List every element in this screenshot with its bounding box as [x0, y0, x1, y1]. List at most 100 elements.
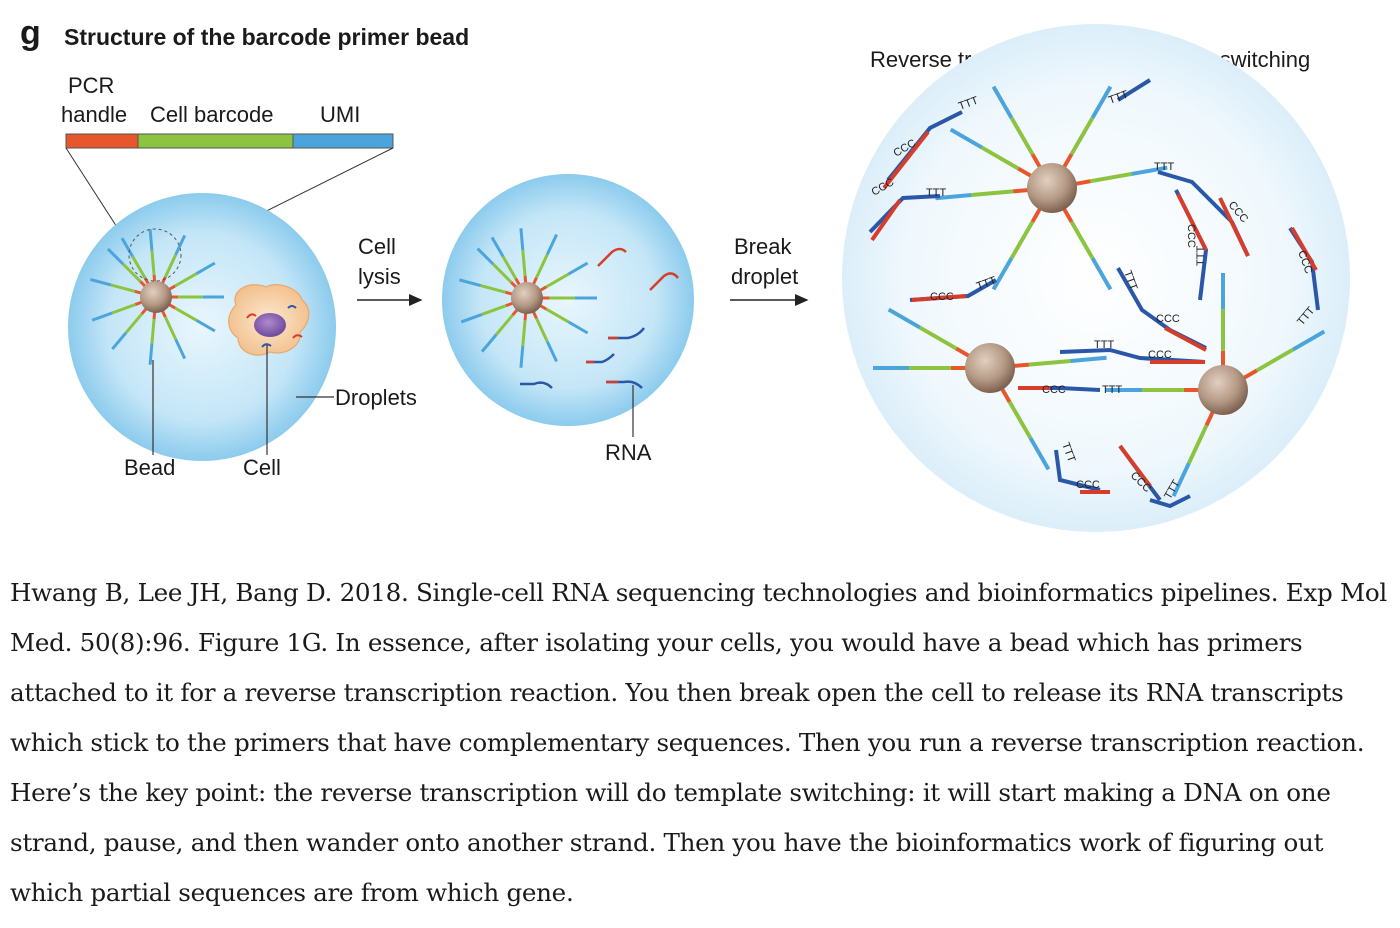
primer-cell-barcode [980, 145, 1020, 171]
cell-lysis-label-line1: Cell [358, 234, 396, 259]
primer-cell-barcode [918, 325, 958, 351]
primer-cell-barcode [535, 253, 549, 279]
rna-fragment-3 [608, 327, 645, 340]
primer-umi [935, 193, 972, 201]
rna-template [1164, 326, 1207, 352]
primer-umi [174, 234, 187, 256]
bead-label: Bead [124, 455, 175, 480]
primer-cell-barcode [1090, 171, 1133, 184]
rna-template [1118, 444, 1152, 488]
primer-cell-barcode [174, 306, 198, 322]
pcr-handle-label-line2: handle [61, 102, 127, 127]
primer-umi [887, 307, 921, 330]
primer-umi [476, 247, 495, 266]
umi-segment [292, 133, 394, 149]
pcr-handle-segment [65, 133, 139, 149]
ttt-label: TTT [1102, 384, 1122, 396]
cdna-strand [1149, 494, 1191, 509]
cell-rna-1 [246, 313, 257, 319]
primer-cell-barcode [163, 254, 178, 278]
primer-umi [460, 312, 483, 324]
primer-umi [195, 261, 216, 275]
ttt-label: TTT [1094, 339, 1114, 351]
primer-umi [91, 311, 113, 322]
rna-template [870, 198, 902, 242]
cell [228, 284, 310, 356]
rna-label: RNA [605, 440, 652, 465]
primer-umi [949, 127, 983, 150]
primer-umi [120, 237, 134, 258]
primer-cell-barcode [1186, 424, 1209, 465]
rt-bead-right [1198, 365, 1248, 415]
primer-cell-barcode [150, 318, 156, 344]
cell-nucleus [254, 313, 286, 337]
primer-umi [174, 338, 187, 360]
primer-cell-barcode [501, 255, 518, 280]
ttt-label: TTT [1195, 246, 1207, 266]
primer-umi [1028, 437, 1051, 471]
primer-umi [1070, 355, 1107, 363]
bead-1-primers [89, 229, 224, 365]
panel-title: Structure of the barcode primer bead [64, 24, 469, 50]
primer-umi [545, 340, 558, 363]
primer-umi [519, 228, 525, 251]
broken-droplet [842, 24, 1350, 532]
cell-rna-3 [261, 343, 272, 348]
rna-template [882, 130, 930, 190]
primer-cell-barcode [150, 250, 156, 276]
primer-umi [567, 320, 589, 335]
primer-umi [1131, 165, 1168, 176]
break-droplet-label-line2: droplet [731, 264, 798, 289]
primer-umi [480, 333, 498, 353]
zoom-circle [128, 228, 182, 282]
primer-umi [148, 229, 154, 251]
ttt-label: TTT [926, 187, 946, 199]
panel-letter: g [20, 14, 41, 52]
primer-cell-barcode [521, 250, 527, 276]
primer-cell-barcode [971, 189, 1014, 198]
primer-umi [1090, 257, 1113, 291]
umi-label: UMI [320, 102, 360, 127]
primer-cell-barcode [495, 314, 514, 336]
rna-fragment-2 [649, 272, 679, 291]
ccc-label: CCC [1185, 224, 1197, 248]
primer-cell-barcode [535, 317, 549, 343]
primer-cell-barcode [1009, 116, 1035, 156]
cdna-strand [868, 194, 941, 234]
cell-rna-2 [287, 305, 297, 309]
rt-bead-left [965, 343, 1015, 393]
barcode-primer-bar [65, 133, 394, 149]
cdna-strand [1116, 78, 1152, 102]
ccc-label: CCC [1076, 479, 1100, 491]
primer-umi [545, 233, 558, 256]
primer-umi [148, 343, 154, 365]
primer-cell-barcode [124, 312, 143, 334]
cell-rna-4 [292, 334, 303, 339]
primer-umi [195, 319, 216, 333]
rna-template [1176, 193, 1208, 251]
cell-barcode-label: Cell barcode [150, 102, 274, 127]
ccc-label: CCC [1042, 384, 1066, 396]
ccc-label: CCC [1148, 349, 1172, 361]
primer-umi [1171, 462, 1191, 497]
rna-fragment-1 [597, 247, 627, 267]
primer-cell-barcode [1069, 116, 1095, 156]
primer-umi [490, 236, 505, 258]
free-rna-group [520, 247, 679, 389]
bead-2 [511, 282, 543, 314]
primer-umi [106, 247, 125, 266]
rt-bead-top [1027, 163, 1077, 213]
pcr-handle-label-line1: PCR [68, 73, 114, 98]
primer-umi [991, 257, 1014, 291]
primer-cell-barcode [481, 304, 507, 316]
primer-cell-barcode [1009, 220, 1035, 260]
break-droplet-label-line1: Break [734, 234, 792, 259]
bead-1 [140, 281, 172, 313]
primer-cell-barcode [521, 320, 527, 346]
primer-umi [1292, 329, 1326, 352]
primer-cell-barcode [480, 284, 506, 294]
rna-template [1290, 227, 1318, 271]
primer-umi [519, 345, 525, 368]
droplet-2 [442, 174, 694, 426]
primer-cell-barcode [1007, 400, 1033, 440]
